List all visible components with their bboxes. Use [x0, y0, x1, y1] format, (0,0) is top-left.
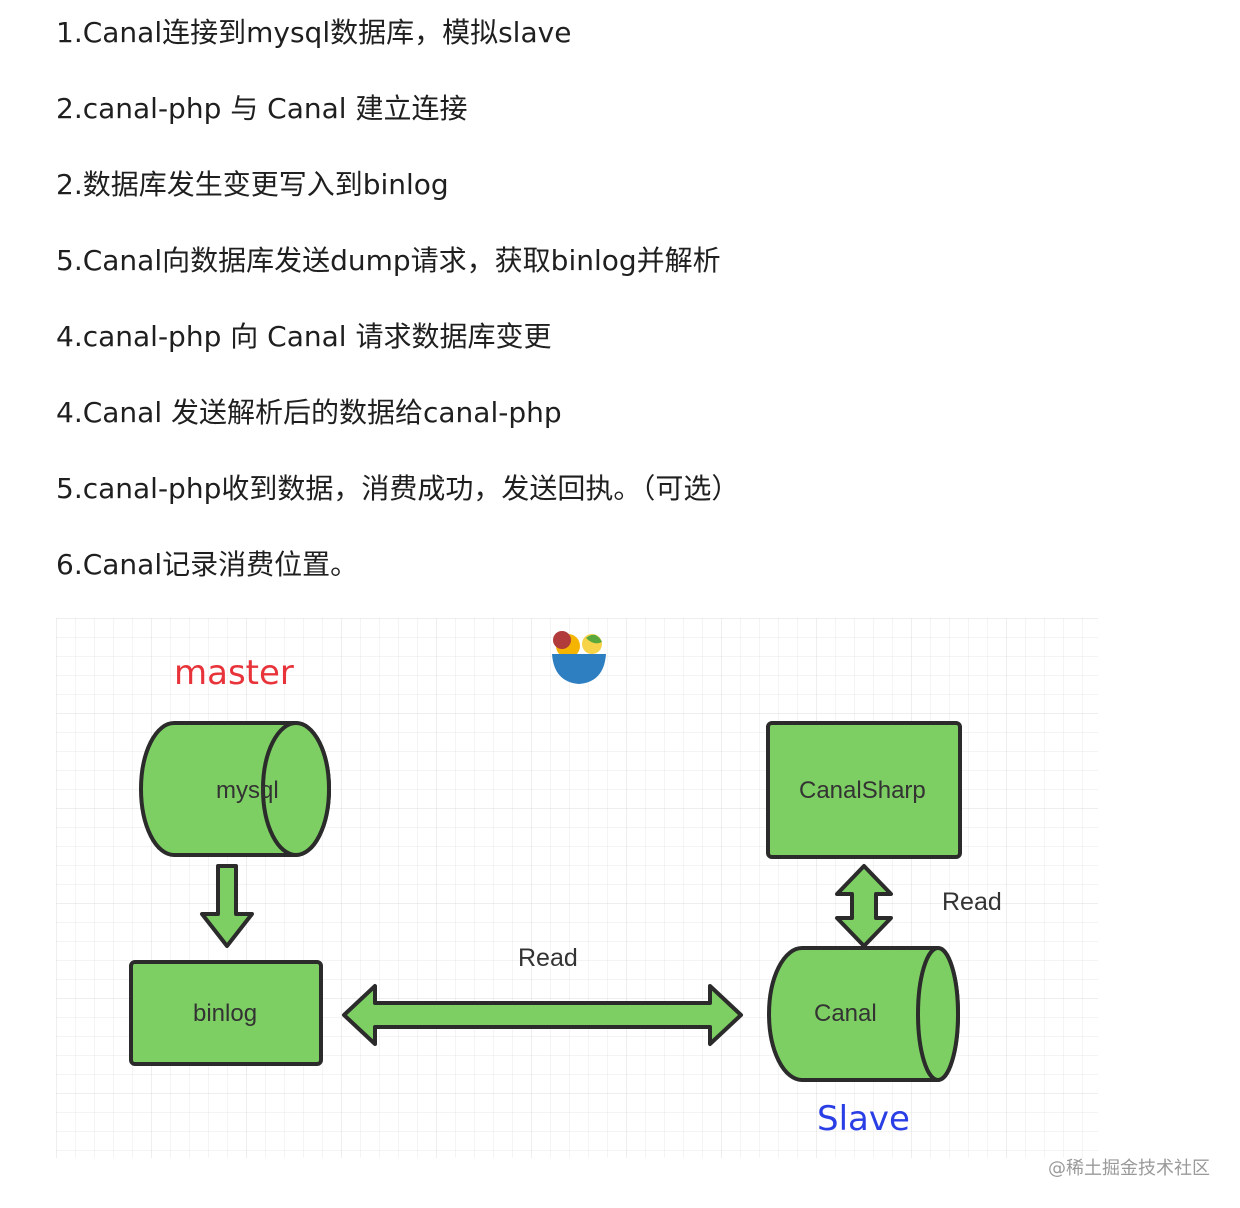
down-arrow-icon [200, 864, 254, 948]
step-4: 5.Canal向数据库发送dump请求，获取binlog并解析 [56, 244, 721, 277]
binlog-box: binlog [129, 960, 323, 1066]
step-5: 4.canal-php 向 Canal 请求数据库变更 [56, 320, 552, 353]
step-1: 1.Canal连接到mysql数据库，模拟slave [56, 16, 572, 49]
watermark: @稀土掘金技术社区 [1048, 1158, 1210, 1179]
horizontal-double-arrow-icon [342, 984, 743, 1046]
canal-server-cylinder: Canal [767, 946, 960, 1082]
canalsharp-box: CanalSharp [766, 721, 962, 859]
canal-label: Canal [814, 1000, 877, 1027]
step-3: 2.数据库发生变更写入到binlog [56, 168, 449, 201]
read-label-horizontal: Read [518, 944, 578, 972]
binlog-label: binlog [193, 1000, 257, 1027]
canalsharp-label: CanalSharp [799, 777, 926, 804]
slave-label: Slave [817, 1099, 910, 1139]
step-7: 5.canal-php收到数据，消费成功，发送回执。（可选） [56, 472, 740, 505]
read-label-vertical: Read [942, 888, 1002, 916]
salad-bowl-icon [552, 631, 606, 684]
step-2: 2.canal-php 与 Canal 建立连接 [56, 92, 468, 125]
master-label: master [174, 653, 294, 693]
step-6: 4.Canal 发送解析后的数据给canal-php [56, 396, 562, 429]
step-8: 6.Canal记录消费位置。 [56, 548, 359, 581]
mysql-database: mysql [139, 721, 331, 857]
canal-architecture-diagram: master mysql binlog Read CanalShar [56, 618, 1098, 1158]
mysql-label: mysql [216, 777, 279, 804]
